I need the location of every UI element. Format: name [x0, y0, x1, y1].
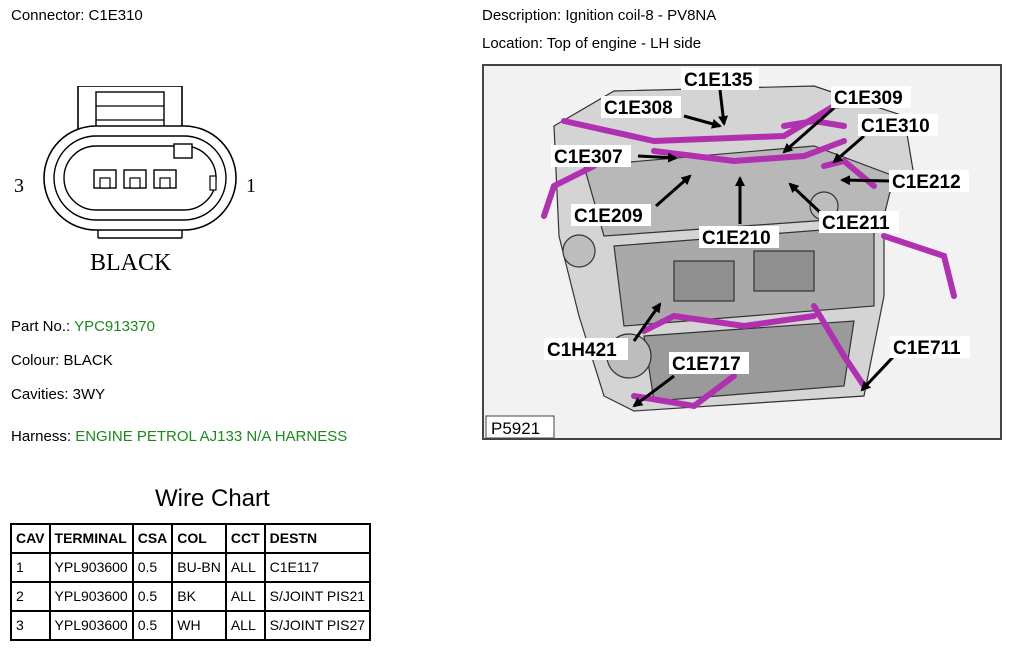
harness-value: ENGINE PETROL AJ133 N/A HARNESS — [75, 428, 348, 445]
callout-arrows — [632, 89, 896, 408]
callout-c1e212: C1E212 — [892, 172, 961, 193]
cell-terminal: YPL903600 — [48, 552, 134, 583]
cell-col: BK — [171, 581, 227, 612]
cell-cav: 3 — [10, 610, 51, 641]
cell-csa: 0.5 — [131, 552, 174, 583]
engine-illustration: C1E135 C1E308 C1E309 C1E310 C1E307 C1E21… — [482, 64, 1002, 440]
description-text: Description: Ignition coil-8 - PV8NA — [482, 7, 717, 24]
colour-label: Colour: BLACK — [11, 352, 113, 369]
callout-c1e307: C1E307 — [554, 147, 623, 168]
engine-harness — [541, 93, 957, 410]
wire-chart-table: CAV TERMINAL CSA COL CCT DESTN 1 YPL9036… — [10, 523, 372, 641]
cell-csa: 0.5 — [131, 610, 174, 641]
cell-cct: ALL — [224, 581, 266, 612]
part-number-value: YPC913370 — [74, 318, 155, 335]
cell-destn: C1E117 — [263, 552, 372, 583]
callout-c1h421: C1H421 — [547, 340, 617, 361]
cell-terminal: YPL903600 — [48, 610, 134, 641]
cell-cct: ALL — [224, 610, 266, 641]
cavity-2 — [123, 169, 147, 189]
part-number-label: Part No.: — [11, 318, 75, 335]
cell-col: BU-BN — [171, 552, 227, 583]
cell-destn: S/JOINT PIS21 — [263, 581, 372, 612]
cavity-3 — [93, 169, 117, 189]
cavity-left-number: 3 — [14, 175, 24, 197]
cell-destn: S/JOINT PIS27 — [263, 610, 372, 641]
column-header: CAV — [10, 523, 51, 554]
cell-col: WH — [171, 610, 227, 641]
location-text: Location: Top of engine - LH side — [482, 35, 702, 52]
column-header: CSA — [131, 523, 174, 554]
callout-c1e211: C1E211 — [822, 213, 890, 234]
callout-c1e308: C1E308 — [604, 98, 673, 119]
cavity-1 — [153, 169, 177, 189]
harness-row: Harness: ENGINE PETROL AJ133 N/A HARNESS — [11, 428, 347, 446]
callout-c1e310: C1E310 — [861, 116, 930, 137]
column-header: DESTN — [263, 523, 372, 554]
connector-colour-text: BLACK — [90, 250, 172, 276]
harness-label: Harness: — [11, 428, 76, 445]
cell-cav: 2 — [10, 581, 51, 612]
cell-csa: 0.5 — [131, 581, 174, 612]
engine-drawing: C1E135 C1E308 C1E309 C1E310 C1E307 C1E21… — [485, 68, 970, 438]
wire-chart-header-row: CAV TERMINAL CSA COL CCT DESTN — [10, 523, 372, 554]
callout-c1e135: C1E135 — [684, 70, 753, 91]
column-header: CCT — [224, 523, 266, 554]
part-number-row: Part No.: YPC913370 — [11, 318, 155, 336]
connector-id-label: Connector: C1E310 — [11, 7, 143, 24]
table-row: 3 YPL903600 0.5 WH ALL S/JOINT PIS27 — [10, 610, 372, 641]
callout-c1e717: C1E717 — [672, 354, 741, 375]
callout-c1e209: C1E209 — [574, 206, 643, 227]
callout-c1e309: C1E309 — [834, 88, 903, 109]
column-header: TERMINAL — [48, 523, 134, 554]
cavities-label: Cavities: 3WY — [11, 386, 106, 403]
table-row: 1 YPL903600 0.5 BU-BN ALL C1E117 — [10, 552, 372, 583]
connector-face-drawing: 3 1 BLACK — [14, 86, 256, 276]
wire-chart-title: Wire Chart — [155, 485, 270, 512]
column-header: COL — [171, 523, 227, 554]
callout-c1e711: C1E711 — [893, 338, 961, 359]
figure-code: P5921 — [491, 419, 540, 438]
table-row: 2 YPL903600 0.5 BK ALL S/JOINT PIS21 — [10, 581, 372, 612]
cell-cct: ALL — [224, 552, 266, 583]
cell-terminal: YPL903600 — [48, 581, 134, 612]
cavity-right-number: 1 — [246, 175, 256, 197]
callout-c1e210: C1E210 — [702, 228, 771, 249]
cell-cav: 1 — [10, 552, 51, 583]
